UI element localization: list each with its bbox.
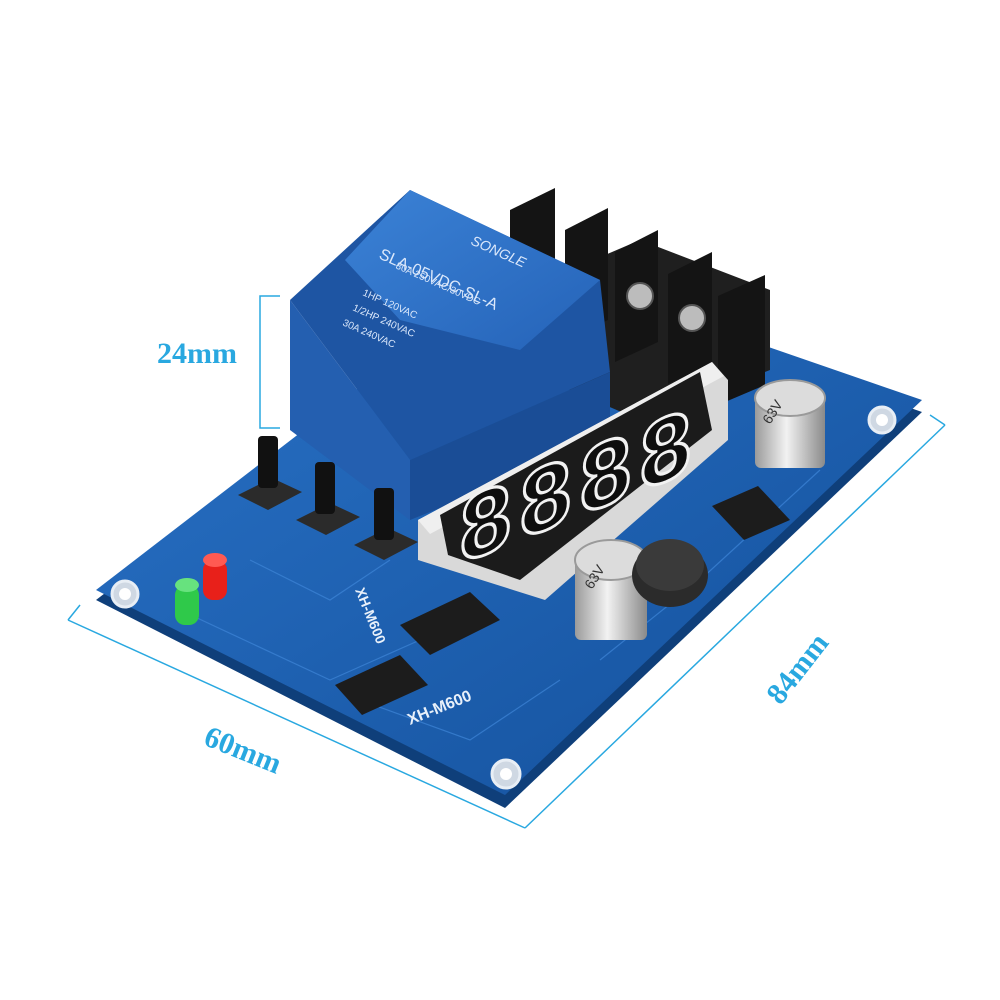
- seven-segment-display: 8 8 8 8: [418, 362, 728, 600]
- mounting-holes: [110, 405, 897, 790]
- capacitor-left: 63V: [574, 539, 648, 640]
- relay: SONGLE SLA-05VDC-SL-A 30A 250VAC/30VDC 1…: [290, 190, 610, 520]
- capacitor-right: 63V: [754, 379, 826, 468]
- push-buttons: [238, 436, 418, 560]
- display-digit-4: 8: [640, 388, 691, 512]
- leds: [175, 553, 227, 625]
- ic-chips: [335, 486, 790, 715]
- display-digit-2: 8: [520, 437, 571, 561]
- display-digit-3: 8: [580, 412, 631, 536]
- height-dimension-label: 24mm: [157, 337, 237, 370]
- inductor: [632, 539, 708, 607]
- dimension-lines: [67, 295, 946, 829]
- display-digit-1: 8: [460, 461, 511, 585]
